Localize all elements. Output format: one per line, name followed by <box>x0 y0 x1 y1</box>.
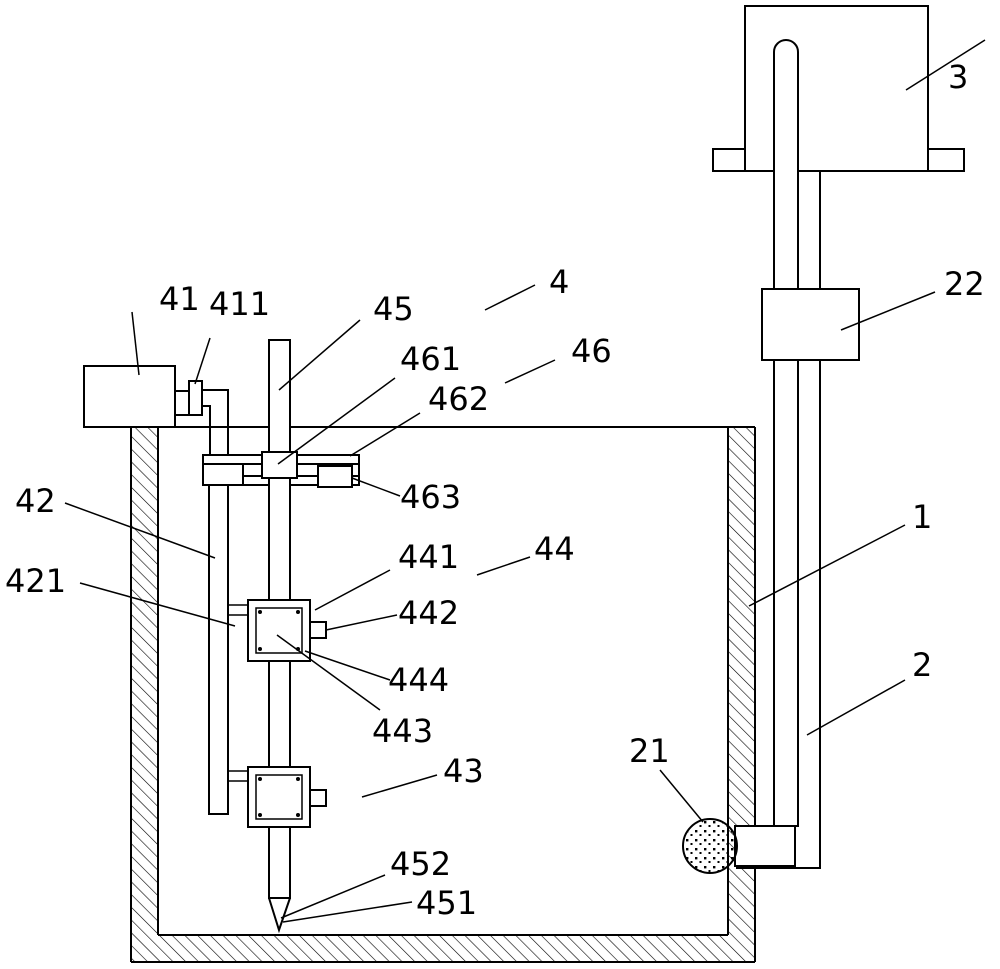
label-461: 461 <box>400 340 461 378</box>
label-43: 43 <box>443 752 484 790</box>
label-444: 444 <box>388 661 449 699</box>
label-3: 3 <box>948 58 968 96</box>
label-22: 22 <box>944 265 985 303</box>
clamp-lower <box>227 766 327 828</box>
coupling <box>174 390 190 416</box>
motor-shaft <box>202 389 229 455</box>
label-2: 2 <box>912 646 932 684</box>
label-42: 42 <box>15 482 56 520</box>
label-443: 443 <box>372 712 433 750</box>
clamp-upper <box>227 599 327 662</box>
labels: 3 22 4 46 41 411 45 461 462 463 42 421 4… <box>5 58 985 922</box>
leader-lines <box>64 39 986 923</box>
shaft-collar <box>261 451 298 479</box>
sensor-block <box>317 465 353 488</box>
coupling-knob <box>188 380 203 416</box>
label-421: 421 <box>5 562 66 600</box>
label-463: 463 <box>400 478 461 516</box>
top-container <box>712 5 965 826</box>
tank-body <box>130 426 756 963</box>
guide-rod <box>208 483 229 815</box>
label-1: 1 <box>912 498 932 536</box>
label-45: 45 <box>373 290 414 328</box>
left-block <box>202 463 244 486</box>
label-452: 452 <box>390 845 451 883</box>
label-442: 442 <box>398 594 459 632</box>
label-41: 41 <box>159 280 200 318</box>
label-441: 441 <box>398 538 459 576</box>
motor-box <box>83 365 176 428</box>
label-451: 451 <box>416 884 477 922</box>
label-4: 4 <box>549 263 569 301</box>
label-462: 462 <box>428 380 489 418</box>
shaft-tip <box>268 897 291 934</box>
filter-ball <box>682 818 738 874</box>
label-21: 21 <box>629 732 670 770</box>
pump-box <box>761 288 860 361</box>
label-44: 44 <box>534 530 575 568</box>
label-411: 411 <box>209 285 270 323</box>
label-46: 46 <box>571 332 612 370</box>
